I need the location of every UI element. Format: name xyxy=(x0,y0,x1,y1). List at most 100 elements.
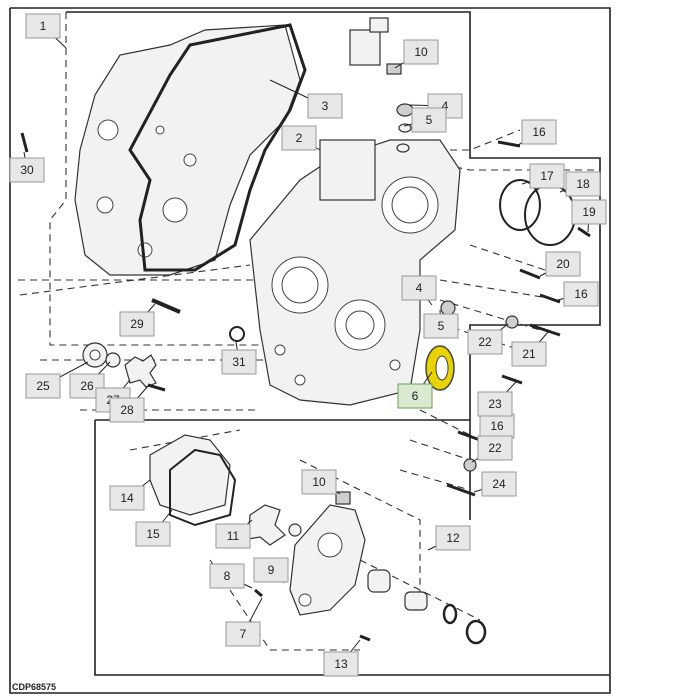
callout-label: 31 xyxy=(232,355,246,369)
callout-20: 20 xyxy=(539,251,581,277)
callout-box xyxy=(511,341,547,367)
callout-24: 24 xyxy=(473,471,517,497)
timing-gear-cover-gasket xyxy=(128,23,307,272)
front-plate-gasket xyxy=(74,24,301,276)
callout-box xyxy=(323,651,359,677)
callout-label: 4 xyxy=(442,99,449,113)
callout-label: 18 xyxy=(576,177,590,191)
callout-box xyxy=(563,281,599,307)
callout-box xyxy=(401,275,437,301)
callout-label: 24 xyxy=(492,477,506,491)
callout-18: 18 xyxy=(559,171,601,197)
callout-label: 2 xyxy=(296,131,303,145)
callout-16: 16 xyxy=(517,119,557,146)
callout-30: 30 xyxy=(9,151,45,183)
callout-box xyxy=(301,469,337,495)
callout-label: 28 xyxy=(120,403,134,417)
callout-15: 15 xyxy=(135,509,173,547)
callout-label: 17 xyxy=(540,169,554,183)
idler-gear-parts xyxy=(82,342,166,392)
o-ring-31 xyxy=(229,326,245,342)
callout-5: 5 xyxy=(403,107,447,133)
lower-cover xyxy=(149,434,237,527)
callout-label: 11 xyxy=(227,529,240,543)
callout-box xyxy=(9,157,45,183)
callout-box xyxy=(521,119,557,145)
callout-28: 28 xyxy=(109,385,149,423)
timing-gear-cover xyxy=(249,139,461,406)
cap-screw-30 xyxy=(20,132,29,153)
callout-31: 31 xyxy=(221,341,257,375)
callout-label: 15 xyxy=(146,527,160,541)
callout-5: 5 xyxy=(423,309,459,339)
callout-box xyxy=(225,621,261,647)
callout-box xyxy=(109,397,145,423)
callout-9: 9 xyxy=(253,557,289,583)
callout-17: 17 xyxy=(521,163,565,189)
o-rings xyxy=(499,179,576,246)
callout-box xyxy=(397,383,433,409)
callout-box xyxy=(423,313,459,339)
callout-label: 20 xyxy=(556,257,570,271)
callout-label: 16 xyxy=(490,419,504,433)
callout-label: 4 xyxy=(416,281,423,295)
callout-label: 10 xyxy=(312,475,326,489)
callout-box xyxy=(25,13,61,39)
bolts-right xyxy=(446,140,591,497)
callout-label: 26 xyxy=(80,379,94,393)
callout-12: 12 xyxy=(427,525,471,551)
callout-box xyxy=(545,251,581,277)
callout-label: 5 xyxy=(438,319,445,333)
callout-16: 16 xyxy=(477,413,515,439)
callout-label: 12 xyxy=(446,531,460,545)
callout-11: 11 xyxy=(215,519,253,549)
callout-box xyxy=(253,557,289,583)
callout-label: 14 xyxy=(120,491,134,505)
callout-box xyxy=(25,373,61,399)
callout-label: 22 xyxy=(478,335,492,349)
callout-label: 3 xyxy=(322,99,329,113)
callout-box xyxy=(221,349,257,375)
callout-box xyxy=(571,199,607,225)
callout-label: 21 xyxy=(522,347,536,361)
callout-label: 6 xyxy=(412,389,419,403)
callout-6: 6 xyxy=(397,371,433,409)
water-pump-housing xyxy=(289,491,366,616)
plug-and-washer xyxy=(396,103,414,153)
callout-label: 19 xyxy=(582,205,596,219)
callout-box xyxy=(307,93,343,119)
callout-2: 2 xyxy=(281,125,321,151)
callout-label: 23 xyxy=(488,397,502,411)
callout-10: 10 xyxy=(394,39,439,69)
callout-box xyxy=(529,163,565,189)
pump-shaft-parts xyxy=(254,569,487,645)
callout-19: 19 xyxy=(571,199,607,233)
callout-label: 30 xyxy=(20,163,34,177)
callout-label: 25 xyxy=(36,379,50,393)
callout-box xyxy=(481,471,517,497)
callout-box xyxy=(281,125,317,151)
callout-box xyxy=(135,521,171,547)
impeller xyxy=(247,504,302,546)
callout-box xyxy=(565,171,601,197)
callout-box xyxy=(215,523,251,549)
callout-box xyxy=(477,435,513,461)
callout-label: 5 xyxy=(426,113,433,127)
callout-box xyxy=(435,525,471,551)
top-fitting xyxy=(349,17,402,75)
dowel-pin xyxy=(151,298,181,314)
callout-29: 29 xyxy=(119,303,156,337)
callout-10: 10 xyxy=(301,469,341,495)
front-crankshaft-seal xyxy=(425,345,455,391)
callout-label: 16 xyxy=(574,287,588,301)
callout-box xyxy=(209,563,245,589)
callout-box xyxy=(467,329,503,355)
callout-22: 22 xyxy=(471,435,513,463)
callout-13: 13 xyxy=(323,639,361,677)
callout-box xyxy=(411,107,447,133)
callout-1: 1 xyxy=(25,13,67,49)
callout-3: 3 xyxy=(269,79,343,119)
nuts xyxy=(440,300,519,472)
